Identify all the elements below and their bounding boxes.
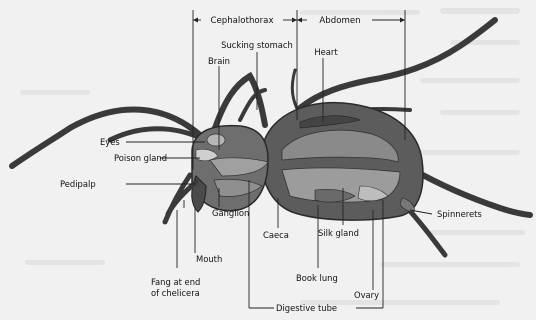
label-poison-gland: Poison gland [114,153,167,163]
label-caeca: Caeca [263,230,289,240]
label-spinnerets: Spinnerets [437,209,482,219]
abdomen-label: Abdomen [319,16,360,26]
label-pedipalp: Pedipalp [60,179,96,189]
label-heart: Heart [314,47,338,57]
label-ganglion: Ganglion [212,208,249,218]
spider-illustration [12,20,530,255]
label-sucking-stomach: Sucking stomach [221,40,293,50]
label-eyes: Eyes [100,137,120,147]
label-fang-line2: of chelicera [151,288,200,298]
label-mouth: Mouth [196,254,222,264]
label-digestive-tube: Digestive tube [276,303,337,313]
label-book-lung: Book lung [296,273,338,283]
label-brain: Brain [208,56,230,66]
cephalothorax-label: Cephalothorax [210,16,273,26]
label-silk-gland: Silk gland [318,228,359,238]
label-fang-line1: Fang at end [151,277,200,287]
label-ovary: Ovary [354,290,379,300]
